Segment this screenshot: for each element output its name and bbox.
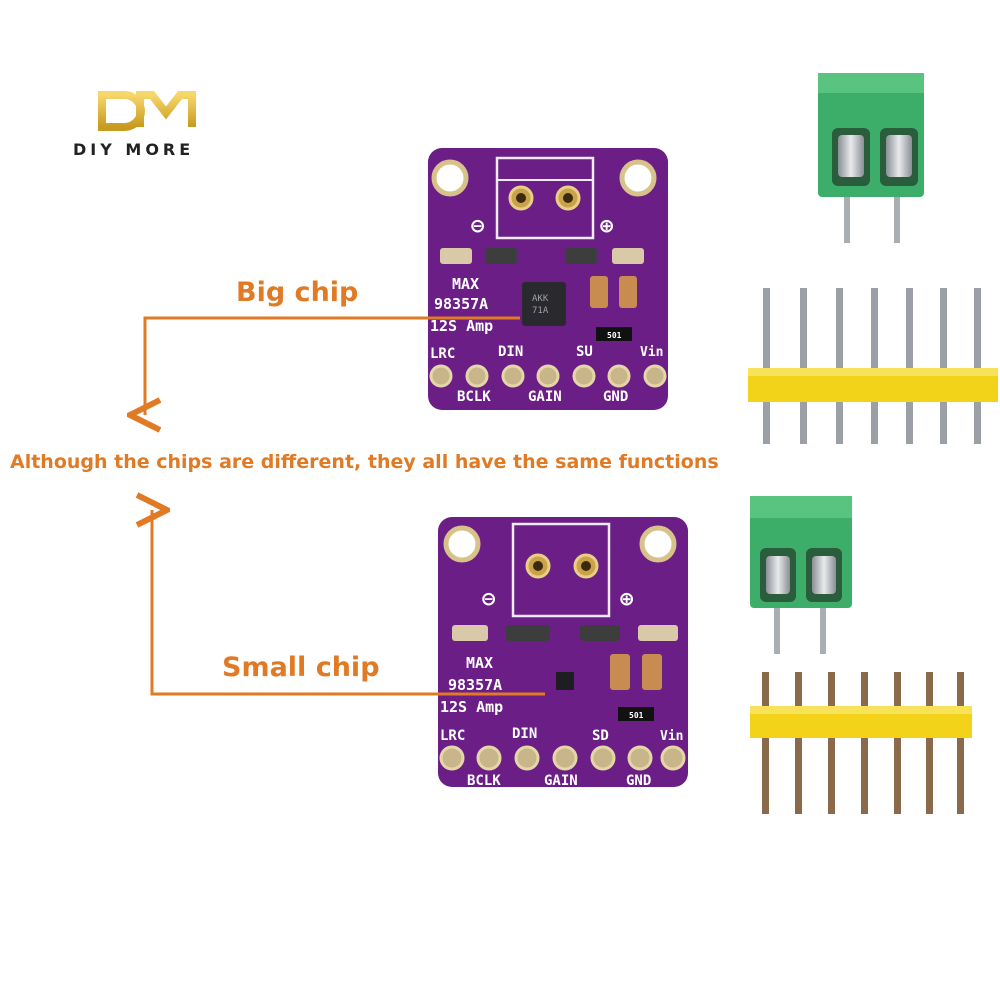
board-small-chip: ⊖ ⊕ MAX 98357A 12S Amp 501 LRC DIN SD Vi… (438, 517, 688, 789)
plus-symbol: ⊕ (600, 214, 613, 239)
brand-logo: DIY MORE (73, 91, 196, 159)
callout-small: Small chip (152, 510, 545, 696)
ic-big: AKK 71A (522, 282, 566, 326)
screw-terminal-top (818, 73, 924, 243)
small-chip-label: Small chip (222, 652, 380, 683)
smd-row (452, 625, 678, 641)
smd-row (440, 248, 644, 264)
functions-note: Although the chips are different, they a… (10, 451, 719, 473)
pin-label-lrc: LRC (440, 728, 465, 744)
plus-symbol: ⊕ (620, 587, 633, 612)
pin-label-lrc: LRC (430, 346, 455, 362)
board-label-line1: MAX (452, 275, 479, 293)
board-label-line1: MAX (466, 654, 493, 672)
mounting-hole (431, 159, 469, 197)
resistor-code: 501 (607, 331, 622, 340)
board-label-line3: 12S Amp (440, 698, 503, 716)
ic-small (556, 672, 574, 690)
ic-marking: 71A (532, 306, 549, 316)
pin-label-vin: Vin (640, 345, 663, 360)
resistor-code: 501 (629, 711, 644, 720)
pin-label-sd: SD (592, 728, 609, 744)
pin-pads (429, 364, 667, 388)
pin-label-gain: GAIN (544, 773, 578, 789)
pin-label-gnd: GND (603, 389, 628, 405)
pin-label-gnd: GND (626, 773, 651, 789)
pin-label-din: DIN (512, 726, 537, 742)
pin-label-din: DIN (498, 344, 523, 360)
mounting-hole (619, 159, 657, 197)
board-label-line2: 98357A (448, 676, 502, 694)
pin-header-bottom (750, 672, 972, 814)
minus-symbol: ⊖ (482, 587, 495, 612)
screw-terminal-bottom (750, 496, 852, 654)
minus-symbol: ⊖ (471, 214, 484, 239)
pin-label-vin: Vin (660, 729, 683, 744)
board-label-line3: 12S Amp (430, 317, 493, 335)
callout-big: Big chip (145, 277, 520, 415)
pin-label-sd: SU (576, 344, 593, 360)
pin-label-bclk: BCLK (457, 389, 491, 405)
mounting-hole (639, 525, 677, 563)
board-big-chip: ⊖ ⊕ MAX 98357A 12S Amp AKK 71A 501 LRC D… (428, 148, 668, 410)
pin-pads (439, 745, 686, 771)
brand-name: DIY MORE (73, 140, 194, 159)
pin-label-gain: GAIN (528, 389, 562, 405)
mounting-hole (443, 525, 481, 563)
pin-label-bclk: BCLK (467, 773, 501, 789)
logo-mark (98, 91, 196, 131)
pin-header-top (748, 288, 998, 444)
big-chip-label: Big chip (236, 277, 358, 308)
board-label-line2: 98357A (434, 295, 488, 313)
ic-marking: AKK (532, 294, 549, 304)
